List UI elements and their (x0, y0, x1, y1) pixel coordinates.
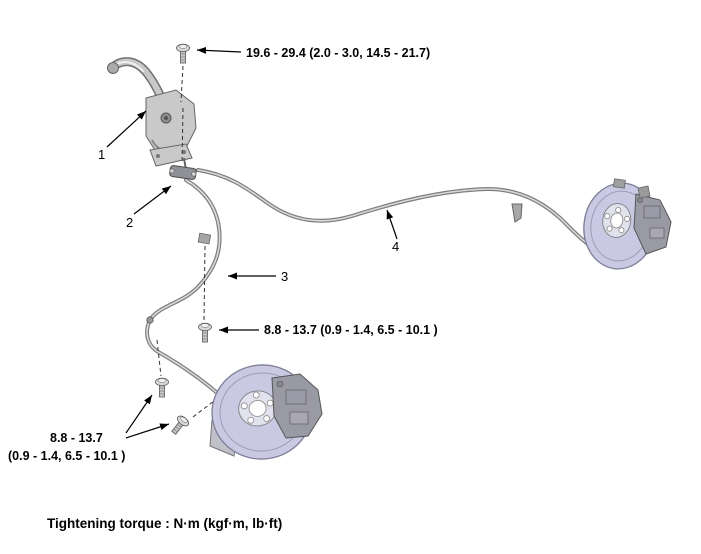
part-label-4: 4 (392, 239, 399, 254)
lug-holes (604, 207, 631, 234)
cable-grommet (146, 316, 154, 324)
lever-mount-plate (149, 143, 193, 167)
hub-center-hole (610, 212, 624, 229)
leader-arrows (106, 46, 398, 439)
part-label-1: 1 (98, 147, 105, 162)
tightening-torque-note: Tightening torque : N·m (kgf·m, lb·ft) (47, 516, 282, 531)
lever-grip-button (107, 62, 119, 74)
lever-bolt-torque-callout: 19.6 - 29.4 (2.0 - 3.0, 14.5 - 21.7) (246, 46, 430, 60)
lower-bolts-torque-callout-line2: (0.9 - 1.4, 6.5 - 10.1 ) (8, 449, 125, 463)
lower-bolts-torque-callout-line1: 8.8 - 13.7 (50, 431, 103, 445)
dashed-guides (156, 65, 215, 418)
rear-right-disc-assembly (583, 178, 672, 270)
rear-left-disc-assembly (209, 364, 323, 460)
hose-bracket (612, 178, 626, 189)
part-label-3: 3 (281, 269, 288, 284)
part-label-2: 2 (126, 215, 133, 230)
hub-center-hole (248, 399, 267, 417)
parking-brake-lever (107, 57, 197, 171)
cable-clip (511, 203, 523, 223)
mid-bolt-torque-callout: 8.8 - 13.7 (0.9 - 1.4, 6.5 - 10.1 ) (264, 323, 438, 337)
lug-holes (240, 391, 274, 424)
cable-bracket (197, 232, 212, 245)
mid-cable-bolt (198, 322, 212, 343)
lower-cable-bolt-a (155, 377, 169, 398)
lever-body (145, 89, 197, 159)
lower-cable-bolt-b (171, 415, 190, 435)
front-cable (145, 178, 286, 402)
lever-mount-bolt (176, 43, 190, 64)
brake-caliper (271, 373, 323, 439)
brake-caliper (633, 185, 672, 255)
equalizer (169, 165, 197, 180)
